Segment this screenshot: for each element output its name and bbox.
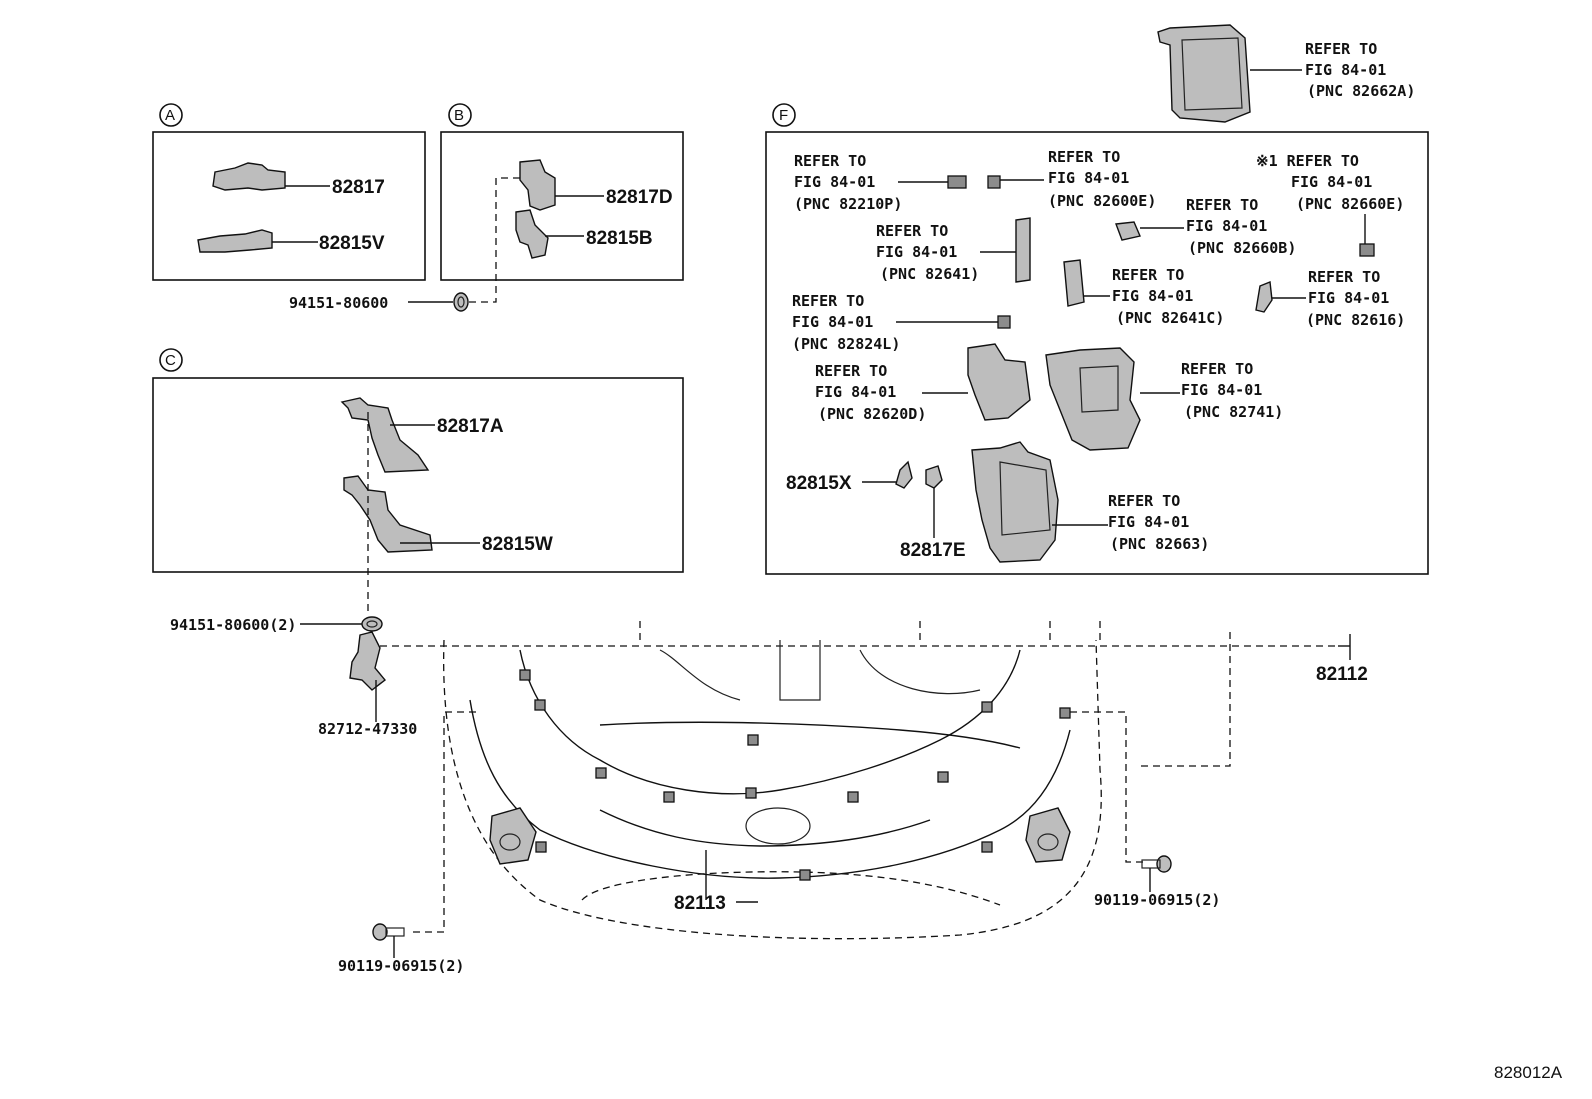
- part-82815X-shape: [895, 460, 913, 489]
- bolt-left-label: 90119-06915(2): [338, 957, 464, 975]
- f-ref-2-line2: FIG 84-01: [1048, 169, 1129, 187]
- section-c-box: [152, 377, 684, 573]
- f-ref-11-line2: FIG 84-01: [1108, 513, 1189, 531]
- f-ref-6-line2: FIG 84-01: [1112, 287, 1193, 305]
- bolt-right-label: 90119-06915(2): [1094, 891, 1220, 909]
- section-b-box: [440, 131, 684, 281]
- clip-c-label: 94151-80600(2): [170, 616, 296, 634]
- section-a-box: [152, 131, 426, 281]
- part-82817E-label: 82817E: [900, 540, 966, 561]
- part-82817A-label: 82817A: [437, 416, 504, 437]
- f-ref-9-line3: (PNC 82620D): [818, 405, 926, 423]
- f-ref-2-line1: REFER TO: [1048, 148, 1120, 166]
- section-f: F REFER TO FIG 84-01 (PNC 82210P) REFER …: [765, 103, 1429, 575]
- bolt-left: [372, 923, 405, 958]
- section-c-id: C: [165, 352, 176, 369]
- top-ref-line2: FIG 84-01: [1305, 61, 1386, 79]
- front-bumper-assembly: [380, 620, 1351, 940]
- f-ref-3-line1: ※1 REFER TO: [1256, 152, 1359, 170]
- section-f-box: [765, 131, 1429, 575]
- f-ref-7-line1: REFER TO: [1308, 268, 1380, 286]
- f-ref-3-line3: (PNC 82660E): [1296, 195, 1404, 213]
- harness-82113-label: 82113: [674, 893, 726, 914]
- f-ref-2-line3: (PNC 82600E): [1048, 192, 1156, 210]
- figure-code: 828012A: [1494, 1063, 1563, 1082]
- bracket-82712: [349, 631, 387, 722]
- f-ref-11-line3: (PNC 82663): [1110, 535, 1209, 553]
- f-ref-10-line3: (PNC 82741): [1184, 403, 1283, 421]
- part-82815V-shape: [197, 229, 273, 253]
- f-ref-5-line1: REFER TO: [1186, 196, 1258, 214]
- f-ref-8-line1: REFER TO: [792, 292, 864, 310]
- f-ref-4-line3: (PNC 82641): [880, 265, 979, 283]
- f-ref-8-line3: (PNC 82824L): [792, 335, 900, 353]
- part-82815B-shape: [515, 209, 549, 259]
- section-c: C 82817A 82815W: [152, 348, 684, 615]
- f-ref-9-line2: FIG 84-01: [815, 383, 896, 401]
- section-a-id: A: [165, 107, 175, 124]
- section-a-marker: [159, 103, 183, 127]
- bracket-82712-label: 82712-47330: [318, 720, 417, 738]
- clip-c: [300, 616, 383, 632]
- part-82815V-label: 82815V: [319, 233, 385, 254]
- f-ref-1-line2: FIG 84-01: [794, 173, 875, 191]
- section-f-marker: [772, 103, 796, 127]
- part-82815W-label: 82815W: [482, 534, 553, 555]
- section-b: B 82817D 82815B: [440, 103, 684, 303]
- top-cover-part: [1157, 24, 1302, 123]
- clip-b-label: 94151-80600: [289, 294, 388, 312]
- f-ref-4-line1: REFER TO: [876, 222, 948, 240]
- f-ref-6-line1: REFER TO: [1112, 266, 1184, 284]
- top-ref-line1: REFER TO: [1305, 40, 1377, 58]
- f-ref-1-line1: REFER TO: [794, 152, 866, 170]
- f-ref-6-line3: (PNC 82641C): [1116, 309, 1224, 327]
- f-ref-5-line3: (PNC 82660B): [1188, 239, 1296, 257]
- section-b-id: B: [454, 107, 464, 124]
- f-ref-5-line2: FIG 84-01: [1186, 217, 1267, 235]
- part-82817D-shape: [519, 159, 556, 211]
- bolt-right: [1141, 855, 1172, 892]
- part-82815B-label: 82815B: [586, 228, 653, 249]
- f-ref-7-line3: (PNC 82616): [1306, 311, 1405, 329]
- part-82817-label: 82817: [332, 177, 385, 198]
- part-82817A-shape: [340, 397, 430, 473]
- top-ref-line3: (PNC 82662A): [1307, 82, 1415, 100]
- f-ref-7-line2: FIG 84-01: [1308, 289, 1389, 307]
- section-a: A 82817 82815V: [152, 103, 426, 281]
- part-82817D-label: 82817D: [606, 187, 673, 208]
- part-82817E-shape: [925, 465, 943, 489]
- f-ref-8-line2: FIG 84-01: [792, 313, 873, 331]
- f-ref-10-line2: FIG 84-01: [1181, 381, 1262, 399]
- f-ref-9-line1: REFER TO: [815, 362, 887, 380]
- part-82817-shape: [212, 162, 286, 191]
- f-ref-3-line2: FIG 84-01: [1291, 173, 1372, 191]
- f-ref-4-line2: FIG 84-01: [876, 243, 957, 261]
- f-ref-1-line3: (PNC 82210P): [794, 195, 902, 213]
- part-82815W-shape: [343, 475, 433, 553]
- f-ref-11-line1: REFER TO: [1108, 492, 1180, 510]
- harness-82112-label: 82112: [1316, 664, 1368, 685]
- f-ref-10-line1: REFER TO: [1181, 360, 1253, 378]
- section-c-marker: [159, 348, 183, 372]
- part-82815X-label: 82815X: [786, 473, 852, 494]
- bumper-outline: [442, 639, 1102, 940]
- section-b-marker: [448, 103, 472, 127]
- section-f-id: F: [779, 107, 788, 124]
- clip-b: [408, 292, 469, 312]
